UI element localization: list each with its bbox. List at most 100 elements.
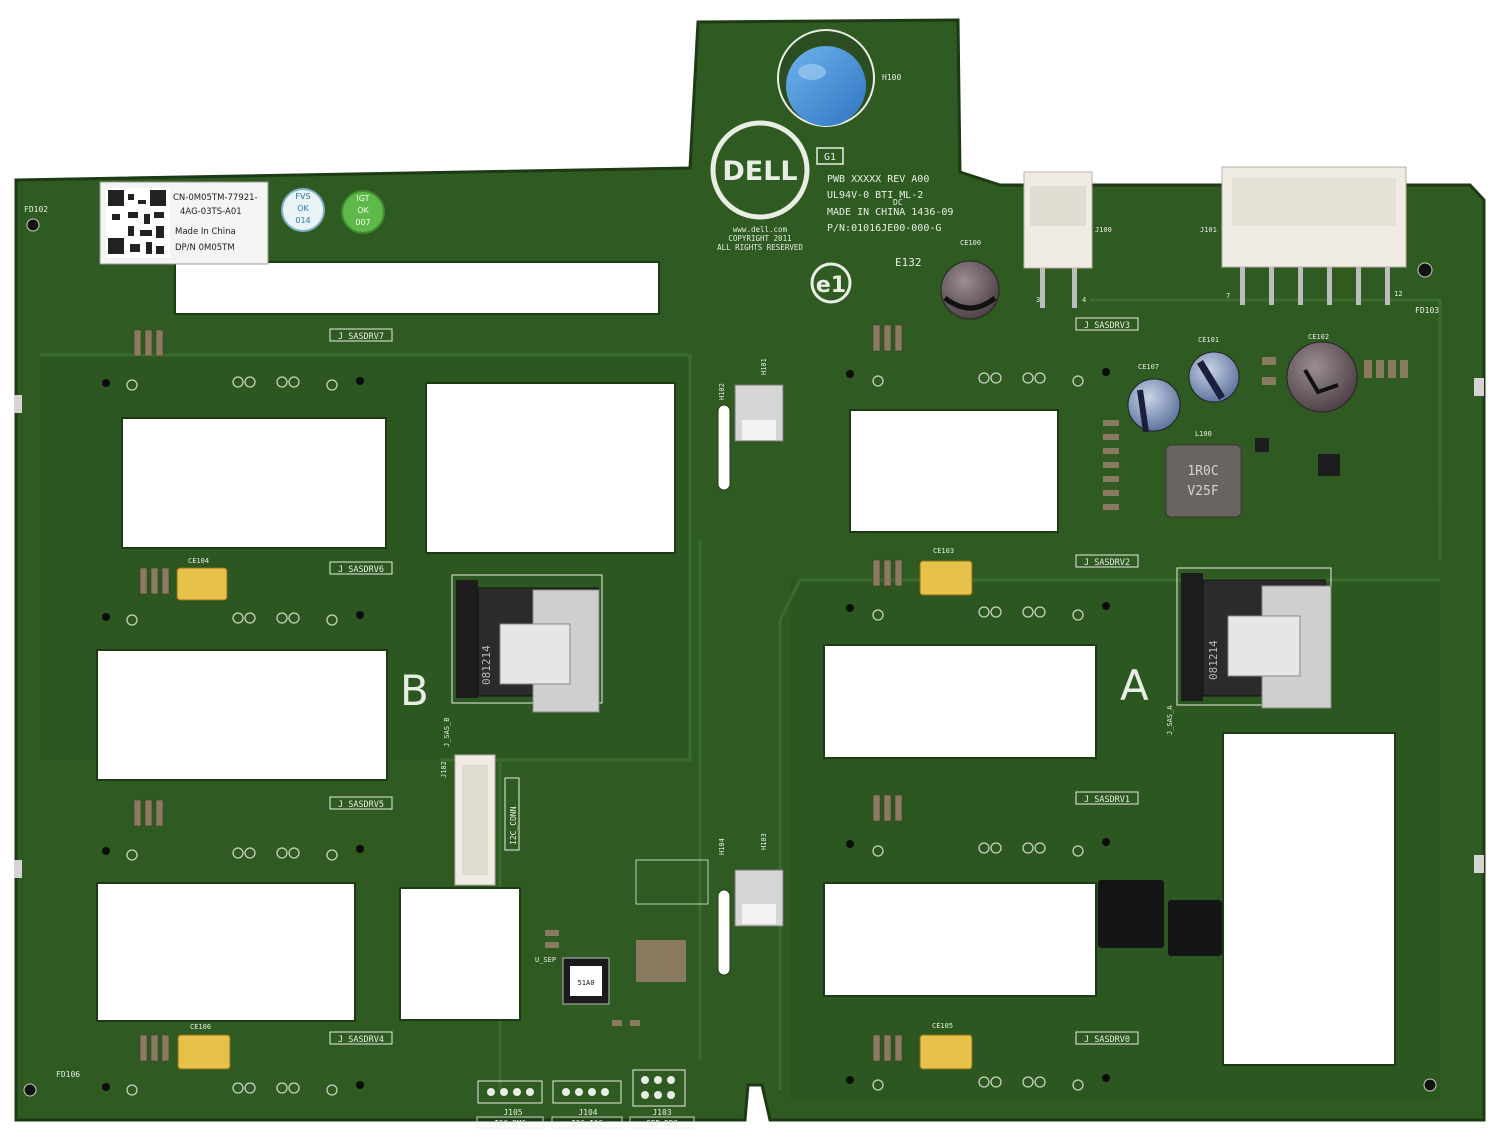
product-label-sticker: CN-0M05TM-77921- 4AG-03TS-A01 Made In Ch…: [99, 181, 269, 265]
pad-row: [126, 847, 338, 861]
designator-ce107: CE107: [1138, 363, 1159, 371]
debug-headers: [477, 1069, 686, 1107]
designator-j100: J100: [1095, 226, 1112, 234]
connector-label-sasdrv3: J_SASDRV3: [1084, 321, 1130, 331]
designator-ce101: CE101: [1198, 336, 1219, 344]
tantalum-capacitors: [176, 560, 973, 1070]
designator-ce104: CE104: [188, 557, 209, 565]
power-connector-j100: [1023, 171, 1093, 308]
pwb-line: UL94V-0 BTI ML-2: [827, 190, 923, 201]
designator-ce100: CE100: [960, 239, 981, 247]
designator-h102: H102: [718, 383, 726, 400]
svg-text:G1: G1: [824, 152, 836, 163]
brand-text: DELL: [722, 156, 797, 187]
designator-ce102: CE102: [1308, 333, 1329, 341]
sep-controller-chip: 51A0: [562, 957, 610, 1005]
capacitor-ce102: [1286, 341, 1358, 413]
label-line: DP/N 0M05TM: [175, 243, 235, 253]
svg-text:e1: e1: [816, 273, 846, 298]
copyright-line: ALL RIGHTS RESERVED: [717, 243, 803, 252]
svg-text:IGT: IGT: [356, 194, 369, 203]
designator-h103: H103: [760, 833, 768, 850]
pwb-line: P/N:01016JE00-000-G: [827, 223, 941, 234]
svg-text:51A0: 51A0: [578, 979, 595, 987]
pad-row: [126, 376, 338, 391]
svg-text:OK: OK: [357, 206, 369, 215]
designator-ce103: CE103: [933, 547, 954, 555]
pin-number: 4: [1082, 296, 1086, 304]
designator-j102: J102: [440, 761, 448, 778]
connector-label-sasdrv6: J_SASDRV6: [338, 565, 384, 575]
standoff-clips: [717, 384, 784, 976]
fiducial-label: FD103: [1415, 306, 1439, 315]
designator-h104: H104: [718, 838, 726, 855]
pwb-line: PWB XXXXX REV A00: [827, 174, 929, 185]
svg-text:014: 014: [295, 216, 310, 225]
copyright-line: www.dell.com: [733, 225, 788, 234]
pin-number: 12: [1394, 290, 1402, 298]
designator-ce105: CE105: [932, 1022, 953, 1030]
designator-j-sas-b: J_SAS_B: [443, 717, 451, 747]
connector-label-sasdrv7: J_SASDRV7: [338, 332, 384, 342]
svg-text:081214: 081214: [1207, 640, 1220, 680]
svg-text:1R0C: 1R0C: [1187, 464, 1218, 479]
designator-j101: J101: [1200, 226, 1217, 234]
svg-text:I2C_BMC: I2C_BMC: [494, 1119, 526, 1128]
g1-mark: G1: [816, 147, 844, 165]
mini-sas-connector-b: 081214: [451, 574, 603, 713]
power-connector-j101: [1221, 166, 1407, 305]
pwb-line: MADE IN CHINA 1436-09: [827, 207, 953, 218]
svg-text:081214: 081214: [480, 645, 493, 685]
connector-label-sasdrv0: J_SASDRV0: [1084, 1035, 1130, 1045]
capacitor-ce100: [940, 260, 1000, 320]
designator-l100: L100: [1195, 430, 1212, 438]
pad-row: [126, 1082, 338, 1096]
i2c-connector-j102: [454, 754, 496, 886]
svg-text:OK: OK: [297, 204, 309, 213]
drive-connector-labels: J_SASDRV7 J_SASDRV6 J_SASDRV5 J_SASDRV4 …: [329, 317, 1139, 1045]
fvs-sticker: FVS OK 014: [281, 188, 325, 232]
label-line: CN-0M05TM-77921-: [173, 193, 258, 203]
edge-notches: [14, 378, 1484, 878]
svg-text:SEP_DBG: SEP_DBG: [646, 1119, 678, 1128]
capacitor-ce107: [1127, 378, 1181, 433]
label-line: 4AG-03TS-A01: [180, 207, 242, 217]
designator-ce106: CE106: [190, 1023, 211, 1031]
black-cable-clips: [1098, 880, 1222, 956]
designator-j-sas-a: J_SAS_A: [1166, 705, 1174, 735]
connector-label-sasdrv5: J_SASDRV5: [338, 800, 384, 810]
fiducial-label: FD106: [56, 1070, 80, 1079]
pin-number: 7: [1226, 292, 1230, 300]
pin-number: 3: [1036, 296, 1040, 304]
connector-label-sasdrv4: J_SASDRV4: [338, 1035, 384, 1045]
inductor-l100: 1R0C V25F: [1165, 444, 1242, 518]
header-label-j104: J104: [578, 1108, 597, 1117]
designator-h100: H100: [882, 73, 901, 82]
connector-label-sasdrv2: J_SASDRV2: [1084, 558, 1130, 568]
connector-label-sasdrv1: J_SASDRV1: [1084, 795, 1130, 805]
copyright-line: COPYRIGHT 2011: [728, 234, 791, 243]
designator-u-sep: U_SEP: [535, 956, 556, 964]
svg-text:007: 007: [355, 218, 370, 227]
e1-mark: e1: [810, 262, 852, 304]
board-cutouts: [96, 261, 1396, 1066]
port-letter-a: A: [1120, 661, 1149, 710]
capacitor-ce101: [1188, 351, 1240, 403]
svg-text:FVS: FVS: [295, 192, 310, 201]
mini-sas-connector-a: 081214: [1176, 567, 1332, 709]
i2c-conn-label: I2C_CONN: [504, 777, 520, 851]
header-label-j103: J103: [652, 1108, 671, 1117]
port-letter-b: B: [400, 666, 429, 715]
svg-text:V25F: V25F: [1187, 484, 1218, 499]
dell-logo: DELL: [710, 120, 810, 220]
fiducial-label: FD102: [24, 205, 48, 214]
label-line: Made In China: [175, 227, 236, 237]
pad-row: [126, 612, 338, 626]
pwb-line: DC: [893, 198, 903, 207]
e132-mark: E132: [895, 256, 922, 269]
pad-row: [872, 842, 1084, 857]
pad-row: [872, 1076, 1084, 1091]
pad-row: [872, 606, 1084, 621]
blue-standoff-cap: [777, 29, 875, 127]
